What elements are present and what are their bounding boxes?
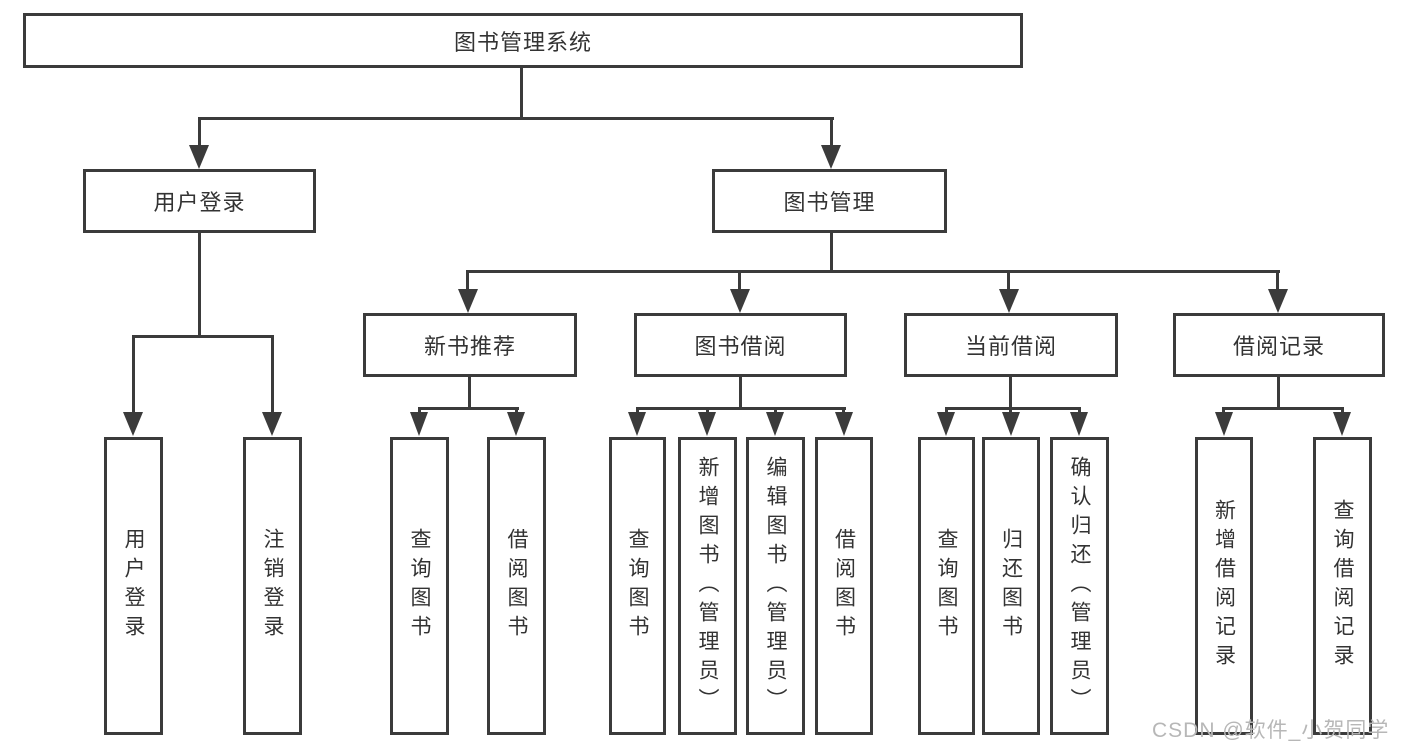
connector-line [1009,407,1012,415]
connector-line [842,407,845,415]
leaf-query-books-current-label: 查询图书 [935,528,958,644]
connector-line [636,407,846,410]
leaf-add-borrow-record-label: 新增借阅记录 [1212,499,1236,673]
node-book-management-label: 图书管理 [783,190,876,215]
connector-arrow [937,412,955,436]
connector-line [1078,407,1081,415]
leaf-borrow-books-borrowing: 借阅图书 [815,437,873,735]
connector-arrow [1070,412,1088,436]
leaf-query-books-recommend: 查询图书 [390,437,449,735]
leaf-query-books-recommend-label: 查询图书 [408,528,431,644]
leaf-edit-book-admin: 编辑图书（管理员） [746,437,805,735]
connector-arrow [835,412,853,436]
connector-arrow [262,412,282,436]
leaf-user-login: 用户登录 [104,437,163,735]
leaf-query-books-borrowing: 查询图书 [609,437,666,735]
leaf-logout: 注销登录 [243,437,302,735]
leaf-query-books-borrowing-label: 查询图书 [626,528,649,644]
connector-line [132,335,135,415]
node-book-borrowing: 图书借阅 [634,313,847,377]
connector-arrow [1333,412,1351,436]
connector-arrow [507,412,525,436]
connector-line [1007,270,1010,292]
node-library-system-label: 图书管理系统 [453,29,592,55]
connector-arrow [821,145,841,169]
leaf-add-book-admin-label: 新增图书（管理员） [696,455,719,717]
connector-line [945,407,1081,410]
connector-line [466,270,469,292]
leaf-borrow-books-recommend-label: 借阅图书 [505,528,528,644]
node-book-borrowing-label: 图书借阅 [694,334,787,359]
connector-line [636,407,639,415]
node-borrowing-records: 借阅记录 [1173,313,1385,377]
connector-line [198,233,201,338]
connector-arrow [698,412,716,436]
connector-line [466,270,1280,273]
connector-line [1276,270,1279,292]
connector-line [418,407,519,410]
connector-line [271,335,274,415]
connector-line [774,407,777,415]
connector-line [945,407,948,415]
connector-arrow [1268,289,1288,313]
connector-line [706,407,709,415]
connector-line [515,407,518,415]
leaf-edit-book-admin-label: 编辑图书（管理员） [764,455,787,717]
leaf-borrow-books-recommend: 借阅图书 [487,437,546,735]
connector-arrow [730,289,750,313]
connector-line [739,377,742,410]
leaf-user-login-label: 用户登录 [122,528,145,644]
connector-line [1222,407,1225,415]
leaf-confirm-return-admin: 确认归还（管理员） [1050,437,1109,735]
leaf-return-book: 归还图书 [982,437,1040,735]
node-current-borrowing-label: 当前借阅 [964,334,1057,359]
leaf-confirm-return-admin-label: 确认归还（管理员） [1068,455,1091,717]
connector-line [830,117,833,147]
leaf-query-books-current: 查询图书 [918,437,975,735]
connector-line [1341,407,1344,415]
connector-line [418,407,421,415]
connector-line [132,335,274,338]
connector-arrow [458,289,478,313]
connector-arrow [189,145,209,169]
node-user-login: 用户登录 [83,169,316,233]
connector-arrow [1215,412,1233,436]
connector-line [198,117,201,147]
connector-line [1009,377,1012,410]
leaf-return-book-label: 归还图书 [999,528,1023,644]
leaf-borrow-books-borrowing-label: 借阅图书 [832,528,856,644]
connector-arrow [766,412,784,436]
node-user-login-label: 用户登录 [153,190,246,215]
connector-line [738,270,741,292]
connector-arrow [999,289,1019,313]
connector-line [198,117,834,120]
connector-line [1277,377,1280,410]
connector-line [520,68,523,120]
node-current-borrowing: 当前借阅 [904,313,1118,377]
node-book-management: 图书管理 [712,169,947,233]
connector-line [1222,407,1344,410]
connector-line [830,233,833,273]
watermark: CSDN @软件_小贺同学 [1152,719,1390,742]
node-library-system: 图书管理系统 [23,13,1023,68]
connector-arrow [123,412,143,436]
leaf-add-book-admin: 新增图书（管理员） [678,437,737,735]
leaf-query-borrow-record-label: 查询借阅记录 [1331,499,1354,673]
connector-arrow [1002,412,1020,436]
connector-line [468,377,471,410]
leaf-query-borrow-record: 查询借阅记录 [1313,437,1372,735]
leaf-logout-label: 注销登录 [261,528,284,644]
connector-arrow [628,412,646,436]
node-borrowing-records-label: 借阅记录 [1232,334,1325,359]
connector-arrow [410,412,428,436]
leaf-add-borrow-record: 新增借阅记录 [1195,437,1253,735]
node-new-book-recommend: 新书推荐 [363,313,577,377]
node-new-book-recommend-label: 新书推荐 [423,334,516,359]
